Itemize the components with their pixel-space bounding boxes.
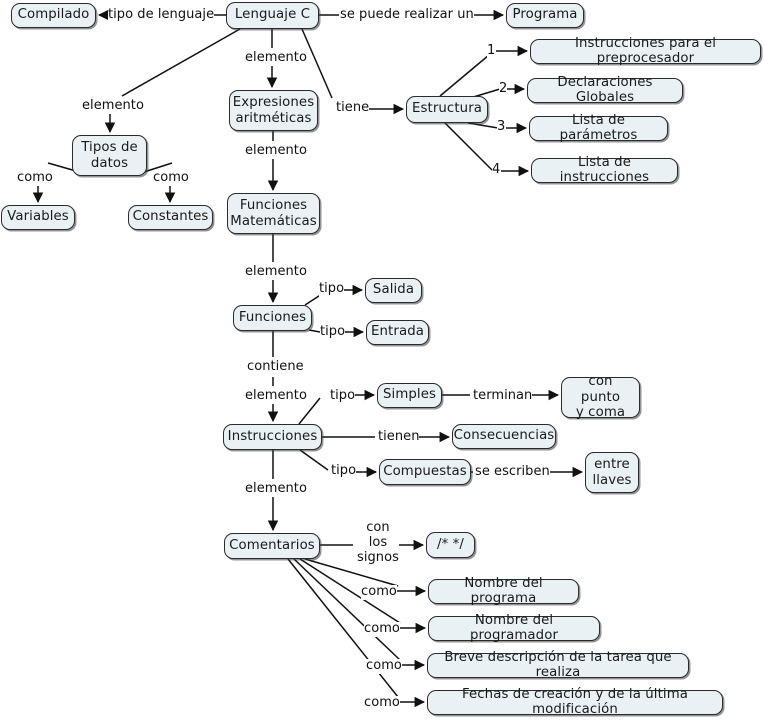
node-estructura[interactable]: Estructura xyxy=(406,96,488,123)
node-instrucciones-preprocesador[interactable]: Instrucciones para el preprocesador xyxy=(530,36,761,65)
edge-label-tipo-de-lenguaje: tipo de lenguaje xyxy=(108,7,215,23)
node-instrucciones[interactable]: Instrucciones xyxy=(223,424,322,450)
node-funciones-matematicas[interactable]: Funciones Matemáticas xyxy=(227,193,320,234)
edge-estructura-3-a xyxy=(467,122,499,129)
node-salida[interactable]: Salida xyxy=(365,278,422,303)
edge-label-numero-4: 4 xyxy=(492,162,501,178)
node-constantes[interactable]: Constantes xyxy=(128,205,213,230)
edge-instrucciones-compuestas-a xyxy=(299,449,329,471)
edge-label-se-puede-realizar-un: se puede realizar un xyxy=(340,7,474,23)
edge-label-como-breve-descripcion: como xyxy=(366,658,402,674)
edge-label-numero-1: 1 xyxy=(487,43,496,59)
edge-label-con-los-signos: con los signos xyxy=(357,520,399,566)
node-con-punto-y-coma[interactable]: con punto y coma xyxy=(561,374,640,420)
edge-comentarios-nombreprograma-a xyxy=(304,558,399,587)
edge-tipos-constantes-a xyxy=(143,162,173,173)
edge-label-como-nombre-programador: como xyxy=(364,621,400,637)
node-entre-llaves[interactable]: entre llaves xyxy=(585,452,639,493)
edge-lenguajec-estructura-a xyxy=(301,28,333,99)
edge-label-elemento-funciones-matematicas: elemento xyxy=(245,143,307,159)
edge-label-numero-2: 2 xyxy=(499,81,508,97)
edge-comentarios-nombreprogramador-a xyxy=(299,558,401,624)
edge-tipos-variables-a xyxy=(47,162,77,172)
edge-label-numero-3: 3 xyxy=(497,119,506,135)
node-programa[interactable]: Programa xyxy=(506,3,584,28)
edge-label-contiene: contiene xyxy=(247,359,304,375)
edge-estructura-1-a xyxy=(439,54,490,97)
node-comentarios[interactable]: Comentarios xyxy=(224,533,320,559)
edge-lenguajec-tiposdatos-a xyxy=(121,28,241,97)
edge-label-como-constantes: como xyxy=(153,170,189,186)
edge-label-elemento-comentarios: elemento xyxy=(245,481,307,497)
node-breve-descripcion[interactable]: Breve descripción de la tarea que realiz… xyxy=(427,650,689,679)
edge-label-como-nombre-programa: como xyxy=(361,584,397,600)
edge-label-tipo-entrada: tipo xyxy=(320,324,346,340)
node-consecuencias[interactable]: Consecuencias xyxy=(452,424,556,449)
node-variables[interactable]: Variables xyxy=(1,205,75,230)
node-expresiones-aritmeticas[interactable]: Expresiones aritméticas xyxy=(229,90,318,131)
node-declaraciones-globales[interactable]: Declaraciones Globales xyxy=(527,75,683,104)
node-funciones[interactable]: Funciones xyxy=(233,305,312,331)
node-signos-comentario[interactable]: /* */ xyxy=(426,532,475,558)
edge-label-elemento-tipos-datos: elemento xyxy=(82,98,144,114)
edge-label-tiene: tiene xyxy=(336,100,370,116)
node-compuestas[interactable]: Compuestas xyxy=(379,459,471,485)
edge-label-terminan: terminan xyxy=(473,388,533,404)
edge-label-como-fechas: como xyxy=(364,695,400,711)
node-lenguaje-c[interactable]: Lenguaje C xyxy=(226,2,319,29)
edge-comentarios-fechas-a xyxy=(287,558,399,698)
node-nombre-del-programa[interactable]: Nombre del programa xyxy=(428,576,579,605)
node-fechas-creacion[interactable]: Fechas de creación y de la última modifi… xyxy=(427,687,723,716)
node-compilado[interactable]: Compilado xyxy=(11,3,96,28)
edge-label-elemento-funciones: elemento xyxy=(245,264,307,280)
edge-label-tipo-salida: tipo xyxy=(319,281,345,297)
node-lista-parametros[interactable]: Lista de parámetros xyxy=(529,113,668,142)
edge-label-tienen: tienen xyxy=(378,429,420,445)
edge-instrucciones-simples-a xyxy=(298,397,321,425)
edge-label-se-escriben: se escriben xyxy=(475,464,550,480)
node-lista-instrucciones[interactable]: Lista de instrucciones xyxy=(531,155,678,184)
node-nombre-del-programador[interactable]: Nombre del programador xyxy=(428,613,600,642)
node-simples[interactable]: Simples xyxy=(377,383,442,408)
edge-comentarios-breve-a xyxy=(293,558,401,661)
edge-label-como-variables: como xyxy=(17,170,53,186)
edge-label-tipo-compuestas: tipo xyxy=(331,463,357,479)
edge-estructura-4-a xyxy=(444,122,493,171)
edge-label-elemento-instrucciones: elemento xyxy=(245,388,307,404)
node-entrada[interactable]: Entrada xyxy=(366,320,429,345)
node-tipos-de-datos[interactable]: Tipos de datos xyxy=(72,135,147,176)
edge-label-tipo-simples: tipo xyxy=(330,388,356,404)
edge-label-elemento-expresiones: elemento xyxy=(245,50,307,66)
edge-funciones-entrada-a xyxy=(308,329,321,333)
